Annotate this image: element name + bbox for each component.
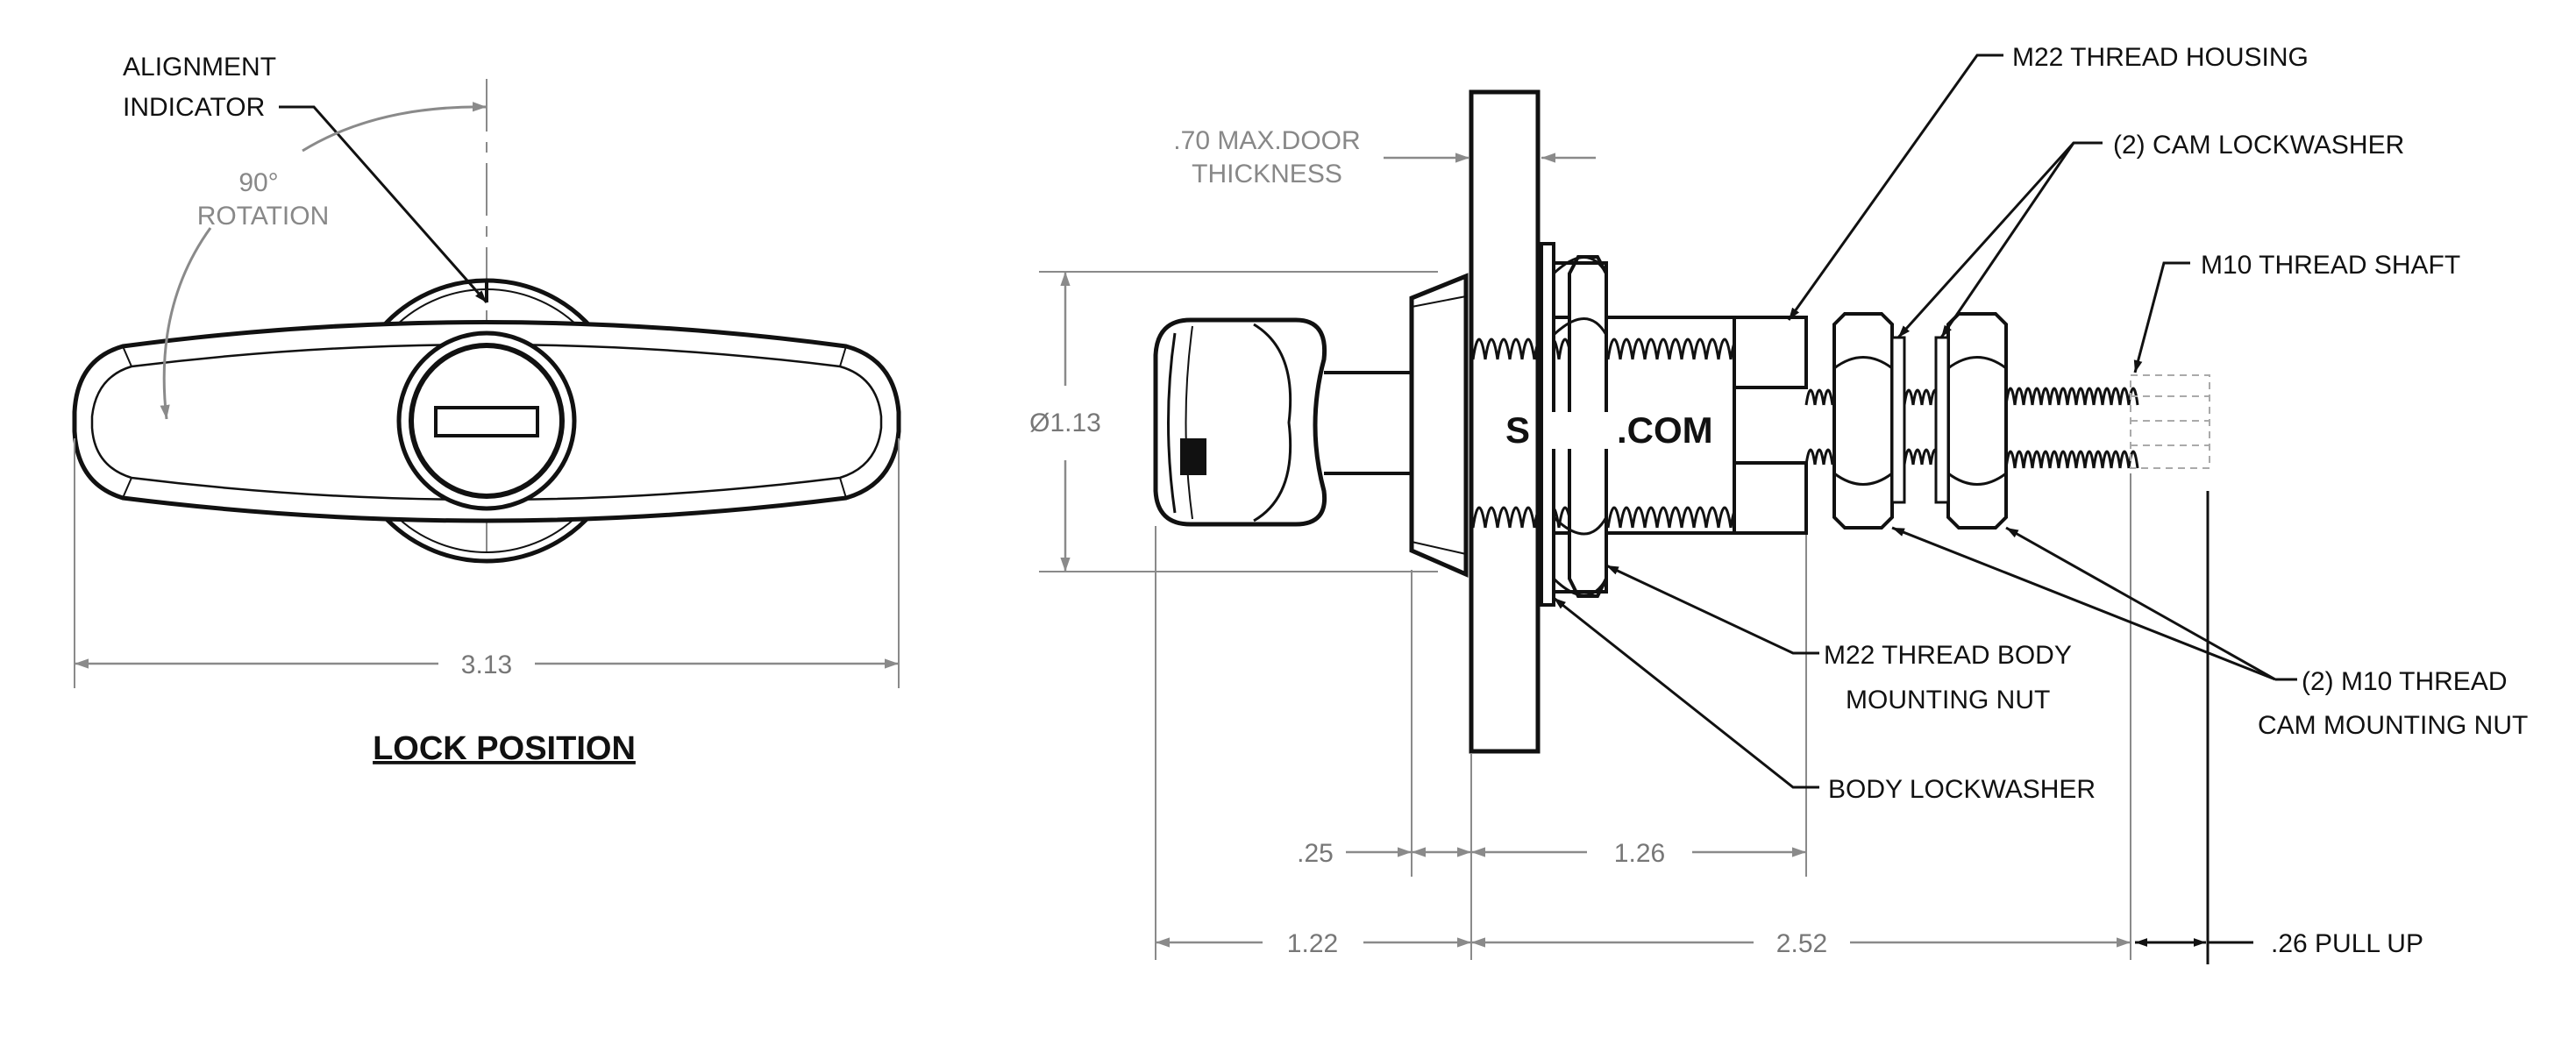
alignment-indicator-label-2: INDICATOR xyxy=(123,93,265,122)
cam-lockwasher-leader-1 xyxy=(1896,141,2103,339)
body-nut-label-2: MOUNTING NUT xyxy=(1846,686,2050,714)
rotation-arc-upper xyxy=(302,102,487,153)
body-nut-label-1: M22 THREAD BODY xyxy=(1824,641,2072,670)
cam-lockwasher-leader-2 xyxy=(1939,142,2075,338)
body-nut-leader xyxy=(1605,564,1819,655)
rotation-arc-lower xyxy=(160,227,212,420)
handle-grip-contour xyxy=(1253,323,1292,522)
cam-nut-label-2: CAM MOUNTING NUT xyxy=(2258,711,2528,740)
cam-lockwasher-1 xyxy=(1890,336,1906,504)
rotation-label-2: ROTATION xyxy=(197,202,330,231)
dim-252: 2.52 xyxy=(1776,929,1827,958)
m10-cam-nut-2 xyxy=(1946,312,2008,530)
housing-boss-upper xyxy=(1733,316,1808,389)
dim-126: 1.26 xyxy=(1614,839,1665,868)
cam-nut-leader-1 xyxy=(1891,526,2276,681)
bezel-ring xyxy=(1409,273,1469,578)
brand-text-suffix: .COM xyxy=(1617,409,1713,451)
cam-nut-label-1: (2) M10 THREAD xyxy=(2302,667,2508,696)
width-dimension: 3.13 xyxy=(461,650,512,679)
dim-025: .25 xyxy=(1297,839,1334,868)
cam-lockwasher-label: (2) CAM LOCKWASHER xyxy=(2113,131,2404,160)
alignment-indicator-label-1: ALIGNMENT xyxy=(123,53,276,82)
body-lockwasher-label: BODY LOCKWASHER xyxy=(1828,775,2096,804)
lock-position-view: ALIGNMENT INDICATOR 90° ROTATION 3.13 LO… xyxy=(72,53,901,767)
cam-nut-leader-2 xyxy=(2005,526,2276,681)
alignment-indicator-leader xyxy=(279,105,488,303)
m22-housing-label: M22 THREAD HOUSING xyxy=(2012,43,2309,72)
diameter-dimension: Ø1.13 xyxy=(1029,409,1101,437)
m22-housing-leader xyxy=(1787,53,2003,321)
lock-position-title: LOCK POSITION xyxy=(373,730,636,767)
door-thickness-label-2: THICKNESS xyxy=(1192,160,1342,188)
cam-lockwasher-2 xyxy=(1934,336,1950,504)
door-panel xyxy=(1469,89,1541,754)
key-slot xyxy=(434,406,539,437)
m10-shaft-label: M10 THREAD SHAFT xyxy=(2201,251,2460,280)
m10-cam-nut-1 xyxy=(1832,312,1894,530)
door-thickness-label-1: .70 MAX.DOOR xyxy=(1173,126,1360,155)
dim-122: 1.22 xyxy=(1287,929,1338,958)
m10-shaft-leader xyxy=(2133,261,2190,373)
side-view: S .COM .70 MAX.DOOR THICKNESS Ø1.13 xyxy=(1029,43,2528,964)
body-lockwasher-leader xyxy=(1553,596,1819,789)
pull-up-label: .26 PULL UP xyxy=(2271,929,2423,958)
key-cylinder-face xyxy=(409,343,565,499)
handle-knob xyxy=(1153,317,1327,527)
brand-text-prefix: S xyxy=(1505,409,1530,451)
housing-boss-lower xyxy=(1733,461,1808,535)
rotation-label-1: 90° xyxy=(238,168,278,197)
handle-logo-mark xyxy=(1180,438,1206,475)
